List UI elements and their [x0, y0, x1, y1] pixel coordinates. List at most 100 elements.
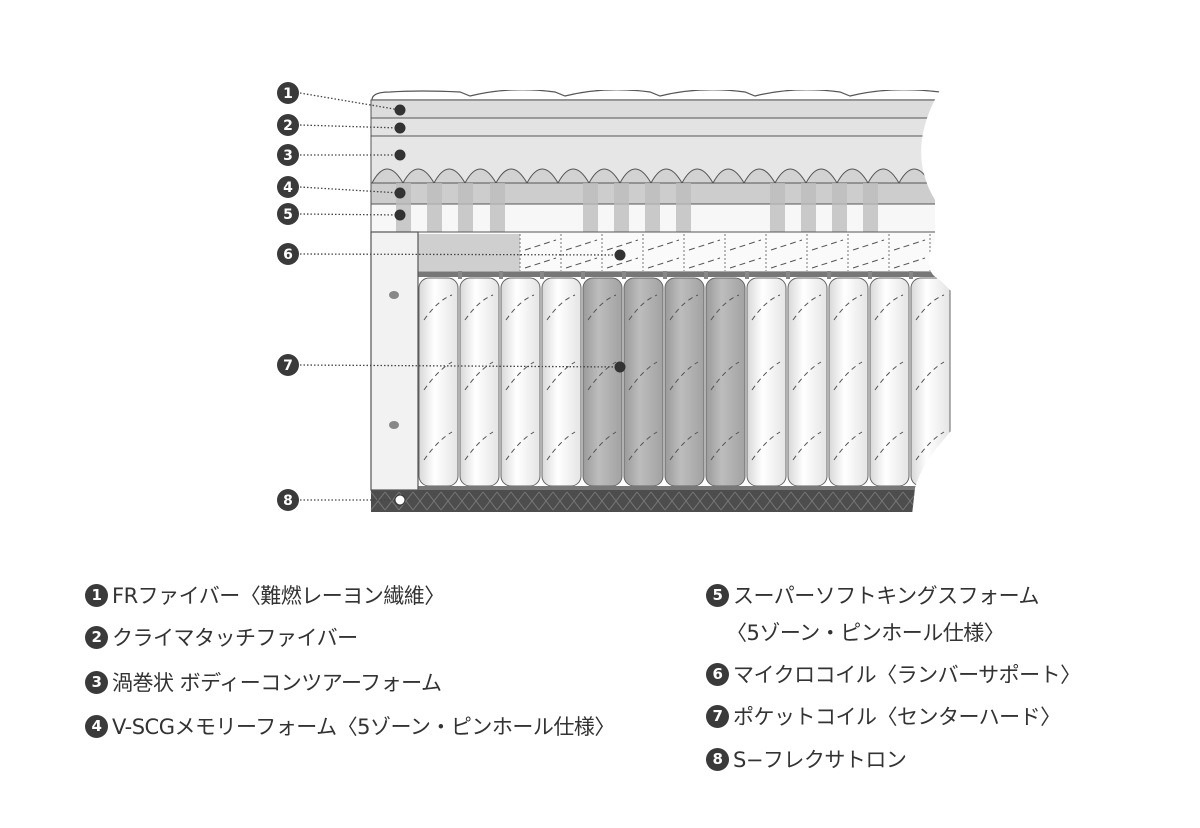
base-weave [776, 491, 792, 511]
pocket-coil-hard [664, 277, 705, 487]
convolution-bump [929, 168, 962, 184]
base-weave [384, 491, 400, 511]
base-weave [888, 491, 904, 511]
pinhole-column [832, 183, 847, 232]
coil-spring-line [874, 294, 904, 461]
base-weave [944, 491, 960, 511]
coil-spring-line [751, 294, 781, 461]
convolution-bump [805, 168, 838, 184]
coil-clip [540, 271, 544, 279]
coil-spring-line [669, 294, 699, 461]
coil-clip [622, 271, 626, 279]
micro-coil-spring [934, 239, 967, 269]
base-weave [790, 491, 806, 511]
base-weave [846, 491, 862, 511]
marker-number: 2 [283, 118, 293, 134]
layer-point-dot [614, 361, 626, 373]
vent-hole [389, 421, 399, 429]
micro-coil-spring [647, 239, 680, 269]
convolution-bump [867, 168, 900, 184]
legend-label: FRファイバー〈難燃レーヨン繊維〉 [112, 584, 445, 608]
top-quilt [371, 90, 941, 101]
leader-line [299, 124, 401, 129]
coil-clip [868, 271, 872, 279]
mattress-layers [370, 90, 967, 512]
micro-coil-spring [811, 239, 844, 269]
micro-coil-spring [524, 239, 557, 269]
micro-coil-spring [852, 239, 885, 269]
pocket-coil [869, 277, 910, 487]
coil-clip [827, 271, 831, 279]
convolution-bump [433, 168, 466, 184]
side-frame [370, 231, 419, 491]
convolution-bump [557, 168, 590, 184]
base-weave [664, 491, 680, 511]
coil-rail-top [418, 272, 948, 277]
pinhole-column [614, 183, 629, 232]
base-weave [608, 491, 624, 511]
base-weave [412, 491, 428, 511]
coil-spring-line [423, 294, 453, 461]
pinhole-column [645, 183, 660, 232]
micro-coil-spring [729, 239, 762, 269]
pocket-coil-hard [582, 277, 623, 487]
base-weave [832, 491, 848, 511]
coil-spring-line [505, 294, 535, 461]
legend-number-badge: 4 [85, 714, 108, 738]
base-weave [370, 491, 386, 511]
micro-coil-spring [893, 239, 926, 269]
legend-label: V-SCGメモリーフォーム〈5ゾーン・ピンホール仕様〉 [112, 715, 615, 739]
pinhole-column [863, 183, 878, 232]
base-weave [510, 491, 526, 511]
layer-point-dot [394, 104, 406, 116]
marker-number: 3 [283, 148, 293, 164]
convolution-bump [371, 168, 404, 184]
legend-label: クライマタッチファイバー [112, 626, 358, 650]
coil-spring-line [546, 294, 576, 461]
convolution-bump [712, 168, 745, 184]
pinhole-column [801, 183, 816, 232]
coil-spring-line [710, 294, 740, 461]
pocket-coil [746, 277, 787, 487]
legend-label: 渦巻状 ボディーコンツアーフォーム [112, 671, 442, 695]
base-weave [496, 491, 512, 511]
base-weave [454, 491, 470, 511]
base-weave [734, 491, 750, 511]
convolution-bump [774, 168, 807, 184]
pinhole-column [583, 183, 598, 232]
coil-clip [704, 271, 708, 279]
layer-point-dot [394, 149, 406, 161]
convolution-bump [402, 168, 435, 184]
marker-badge-6 [277, 243, 299, 265]
legend-label: スーパーソフトキングスフォーム [733, 584, 1040, 608]
coil-spring-line [587, 294, 617, 461]
pocket-coil [787, 277, 828, 487]
leader-line [299, 186, 401, 194]
marker-badge-1 [277, 82, 299, 104]
convolution-bump [681, 168, 714, 184]
base-weave [524, 491, 540, 511]
base-weave [860, 491, 876, 511]
pocket-coil-hard [705, 277, 746, 487]
micro-coil-spring [606, 239, 639, 269]
legend-label: マイクロコイル〈ランバーサポート〉 [733, 663, 1081, 687]
leader-line [299, 92, 401, 111]
coil-clip [581, 271, 585, 279]
marker-number: 7 [283, 358, 293, 374]
base-weave [580, 491, 596, 511]
pocket-coil [541, 277, 582, 487]
layer-point-dot [394, 494, 406, 506]
coil-rail-bottom [418, 486, 948, 490]
legend-number-badge: 2 [85, 625, 108, 649]
base-weave [636, 491, 652, 511]
convolution-bump [743, 168, 776, 184]
marker-number: 6 [283, 247, 293, 263]
